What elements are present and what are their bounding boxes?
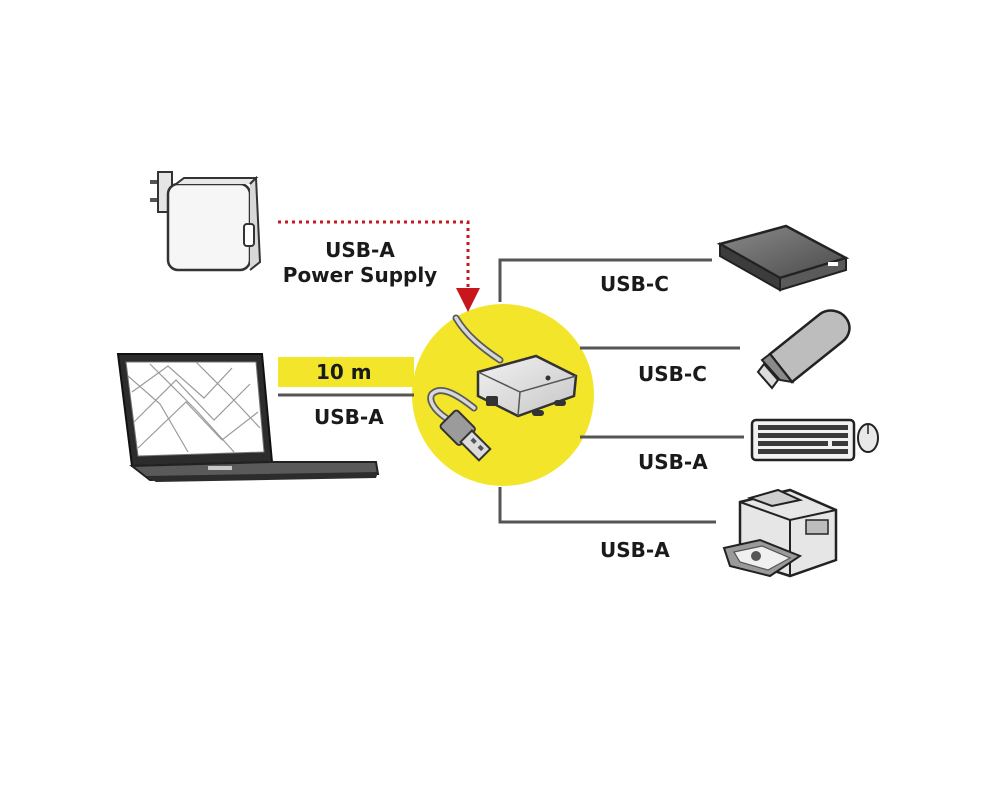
printer-icon (722, 488, 838, 578)
laptop-icon (116, 353, 380, 482)
power-adapter-icon (150, 171, 262, 272)
cable-length-label: 10 m (316, 360, 372, 384)
power-supply-line (278, 220, 480, 312)
keyboard-mouse-icon (750, 418, 879, 462)
external-ssd-icon (716, 224, 850, 292)
port-lines (498, 258, 744, 524)
usb-stick-icon (756, 309, 851, 390)
port1-label: USB-C (600, 272, 669, 296)
laptop-connection-label: USB-A (314, 405, 384, 429)
usb-hub-icon (427, 314, 578, 462)
port3-label: USB-A (638, 450, 708, 474)
power-supply-type-label: USB-A (325, 238, 395, 262)
cable-length-bar (278, 357, 414, 387)
power-supply-name-label: Power Supply (282, 263, 438, 287)
port4-label: USB-A (600, 538, 670, 562)
port2-label: USB-C (638, 362, 707, 386)
